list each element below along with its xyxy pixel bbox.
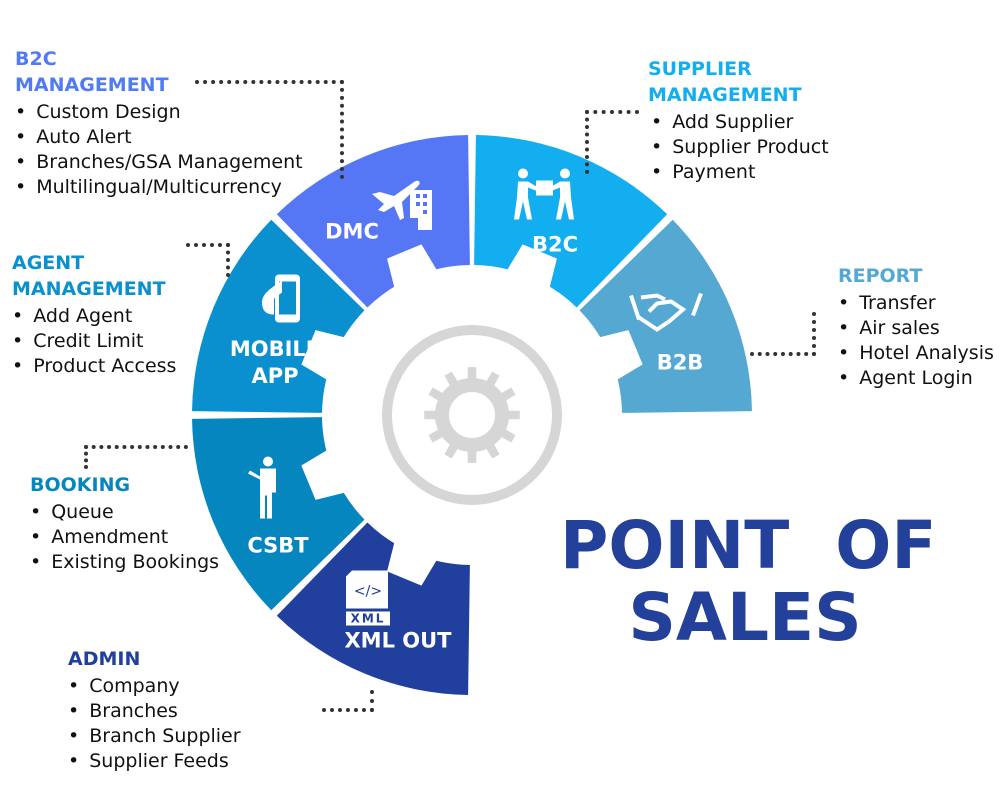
- supplier-heading: SUPPLIER MANAGEMENT: [648, 56, 829, 108]
- agent-heading: AGENT MANAGEMENT: [12, 250, 176, 302]
- segment-dmc-label: DMC: [325, 219, 379, 244]
- list-item: Add Agent: [12, 304, 176, 329]
- supplier-management-block: SUPPLIER MANAGEMENT Add SupplierSupplier …: [648, 56, 829, 185]
- list-item: Branches/GSA Management: [15, 150, 302, 175]
- segment-mobile-app-label: MOBILE APP: [230, 336, 320, 390]
- list-item: Auto Alert: [15, 125, 303, 150]
- b2c-heading: B2C MANAGEMENT: [15, 46, 303, 98]
- xml-icon-text: XML: [346, 611, 390, 626]
- title-line2: SALES: [628, 579, 862, 656]
- gear-tooth: [424, 410, 437, 420]
- supplier-leader: [585, 110, 639, 174]
- list-item: Multilingual/Multicurrency: [15, 175, 303, 200]
- file-code-icon: </>: [346, 570, 388, 609]
- list-item: Supplier Feeds: [68, 749, 241, 774]
- gear-tooth: [507, 410, 520, 420]
- gear-tooth: [301, 330, 346, 381]
- list-item: Air sales: [838, 316, 994, 341]
- people-carrying-box-icon: [514, 168, 574, 220]
- gear-tooth: [467, 450, 477, 463]
- gear-tooth: [467, 367, 477, 380]
- list-item: Payment: [651, 160, 829, 185]
- gear-icon: [424, 367, 520, 463]
- report-heading: REPORT: [838, 265, 923, 287]
- title-line1: POINT OF: [560, 507, 937, 584]
- heading-line1: SUPPLIER: [648, 58, 752, 80]
- gear-tooth: [301, 449, 346, 500]
- mobile-line2: APP: [251, 364, 299, 388]
- mobile-line1: MOBILE: [229, 337, 321, 361]
- list-item: Agent Login: [838, 366, 994, 391]
- heading-line1: AGENT: [12, 252, 85, 274]
- segment-b2b-label: B2B: [656, 350, 704, 375]
- handshake-icon: [629, 292, 703, 332]
- list-item: Branches: [68, 699, 241, 724]
- outer-gear-cutout: [301, 244, 643, 586]
- gear-tooth: [598, 330, 643, 381]
- report-list: TransferAir salesHotel AnalysisAgent Log…: [838, 291, 994, 391]
- gear-tooth: [387, 541, 438, 586]
- heading-line2: MANAGEMENT: [12, 278, 166, 300]
- list-item: Add Supplier: [651, 110, 829, 135]
- heading-line1: B2C: [15, 48, 57, 70]
- list-item: Company: [68, 674, 241, 699]
- report-leader: [750, 312, 816, 356]
- admin-list: CompanyBranchesBranch SupplierSupplier F…: [68, 674, 241, 774]
- presenter-icon: [248, 456, 276, 519]
- admin-leader: [322, 690, 374, 712]
- admin-heading: ADMIN: [68, 648, 141, 670]
- heading-line2: MANAGEMENT: [648, 84, 802, 106]
- list-item: Existing Bookings: [30, 550, 219, 575]
- b2c-management-block: B2C MANAGEMENT Custom DesignAuto AlertBra…: [15, 46, 303, 200]
- admin-block: ADMIN CompanyBranchesBranch SupplierSupp…: [68, 646, 241, 774]
- list-item: Transfer: [838, 291, 994, 316]
- gear-tooth: [387, 244, 438, 289]
- b2c-list: Custom DesignAuto AlertBranches/GSA Mana…: [15, 100, 303, 200]
- mobile-phone-hand-icon: [262, 274, 300, 323]
- list-item: Amendment: [30, 525, 219, 550]
- svg-text:</>: </>: [354, 584, 382, 600]
- list-item: Branch Supplier: [68, 724, 240, 749]
- list-item: Product Access: [12, 354, 176, 379]
- agent-management-block: AGENT MANAGEMENT Add AgentCredit LimitPro…: [12, 250, 176, 379]
- supplier-list: Add SupplierSupplier ProductPayment: [651, 110, 829, 185]
- list-item: Supplier Product: [651, 135, 828, 160]
- xml-file-icon: </> XML: [346, 570, 390, 626]
- plane-building-icon: [372, 180, 432, 230]
- gear-tooth: [506, 244, 557, 289]
- list-item: Custom Design: [15, 100, 303, 125]
- list-item: Credit Limit: [12, 329, 176, 354]
- list-item: Queue: [30, 500, 219, 525]
- booking-block: BOOKING QueueAmendmentExisting Bookings: [30, 472, 219, 575]
- list-item: Hotel Analysis: [838, 341, 994, 366]
- gray-ring: [382, 325, 562, 505]
- report-block: REPORT TransferAir salesHotel AnalysisAg…: [838, 263, 994, 391]
- b2c-leader: [195, 80, 344, 179]
- segment-csbt-label: CSBT: [247, 533, 309, 558]
- agent-leader: [186, 243, 230, 277]
- gear-body: [435, 378, 509, 452]
- booking-leader: [84, 445, 188, 469]
- segment-b2c-label: B2C: [531, 232, 579, 257]
- booking-list: QueueAmendmentExisting Bookings: [30, 500, 219, 575]
- booking-heading: BOOKING: [30, 474, 131, 496]
- agent-list: Add AgentCredit LimitProduct Access: [12, 304, 176, 379]
- segment-xml-out-label: XML OUT: [344, 628, 452, 653]
- heading-line2: MANAGEMENT: [15, 74, 169, 96]
